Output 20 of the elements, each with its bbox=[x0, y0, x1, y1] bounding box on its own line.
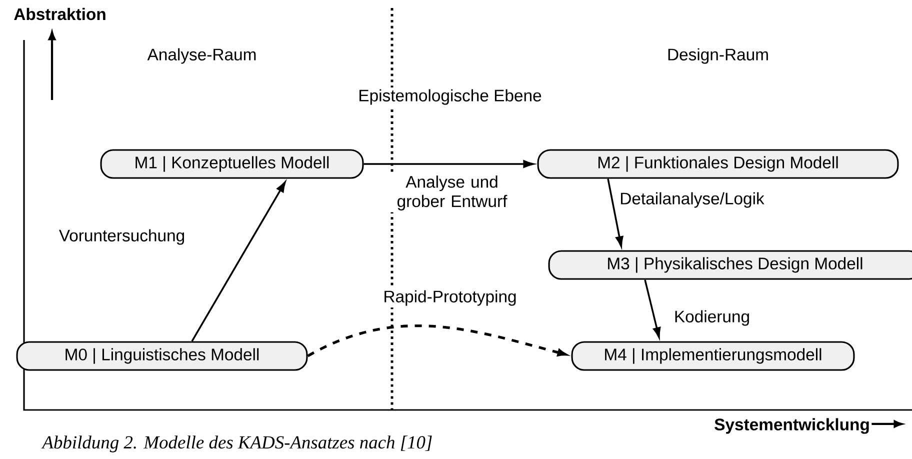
caption: Abbildung 2. Modelle des KADS-Ansatzes nach [10] bbox=[41, 436, 432, 452]
model-capsule: M1 | Konzeptuelles Modell bbox=[100, 149, 364, 179]
edge-label: Detailanalyse/Logik bbox=[618, 190, 766, 210]
edge-label: Voruntersuchung bbox=[57, 227, 187, 247]
model-capsule: M4 | Implementierungsmodell bbox=[571, 341, 855, 371]
edge-label: Rapid-Prototyping bbox=[381, 288, 519, 308]
model-capsule: M3 | Physikalisches Design Modell bbox=[548, 250, 912, 280]
model-capsule: M2 | Funktionales Design Modell bbox=[537, 149, 899, 179]
arrow bbox=[644, 280, 661, 338]
arrow bbox=[364, 160, 534, 168]
area-label: Analyse-Raum bbox=[146, 46, 258, 66]
arrow bbox=[607, 178, 624, 247]
arrow bbox=[191, 182, 286, 342]
edge-label: Analyse und grober Entwurf bbox=[385, 174, 519, 212]
area-label: Epistemologische Ebene bbox=[356, 87, 544, 107]
model-capsule: M0 | Linguistisches Modell bbox=[16, 341, 308, 371]
area-label: Design-Raum bbox=[665, 46, 771, 66]
axis-label: Systementwicklung bbox=[712, 416, 872, 436]
axis-label: Abstraktion bbox=[12, 6, 108, 22]
edge-label: Kodierung bbox=[672, 308, 752, 328]
